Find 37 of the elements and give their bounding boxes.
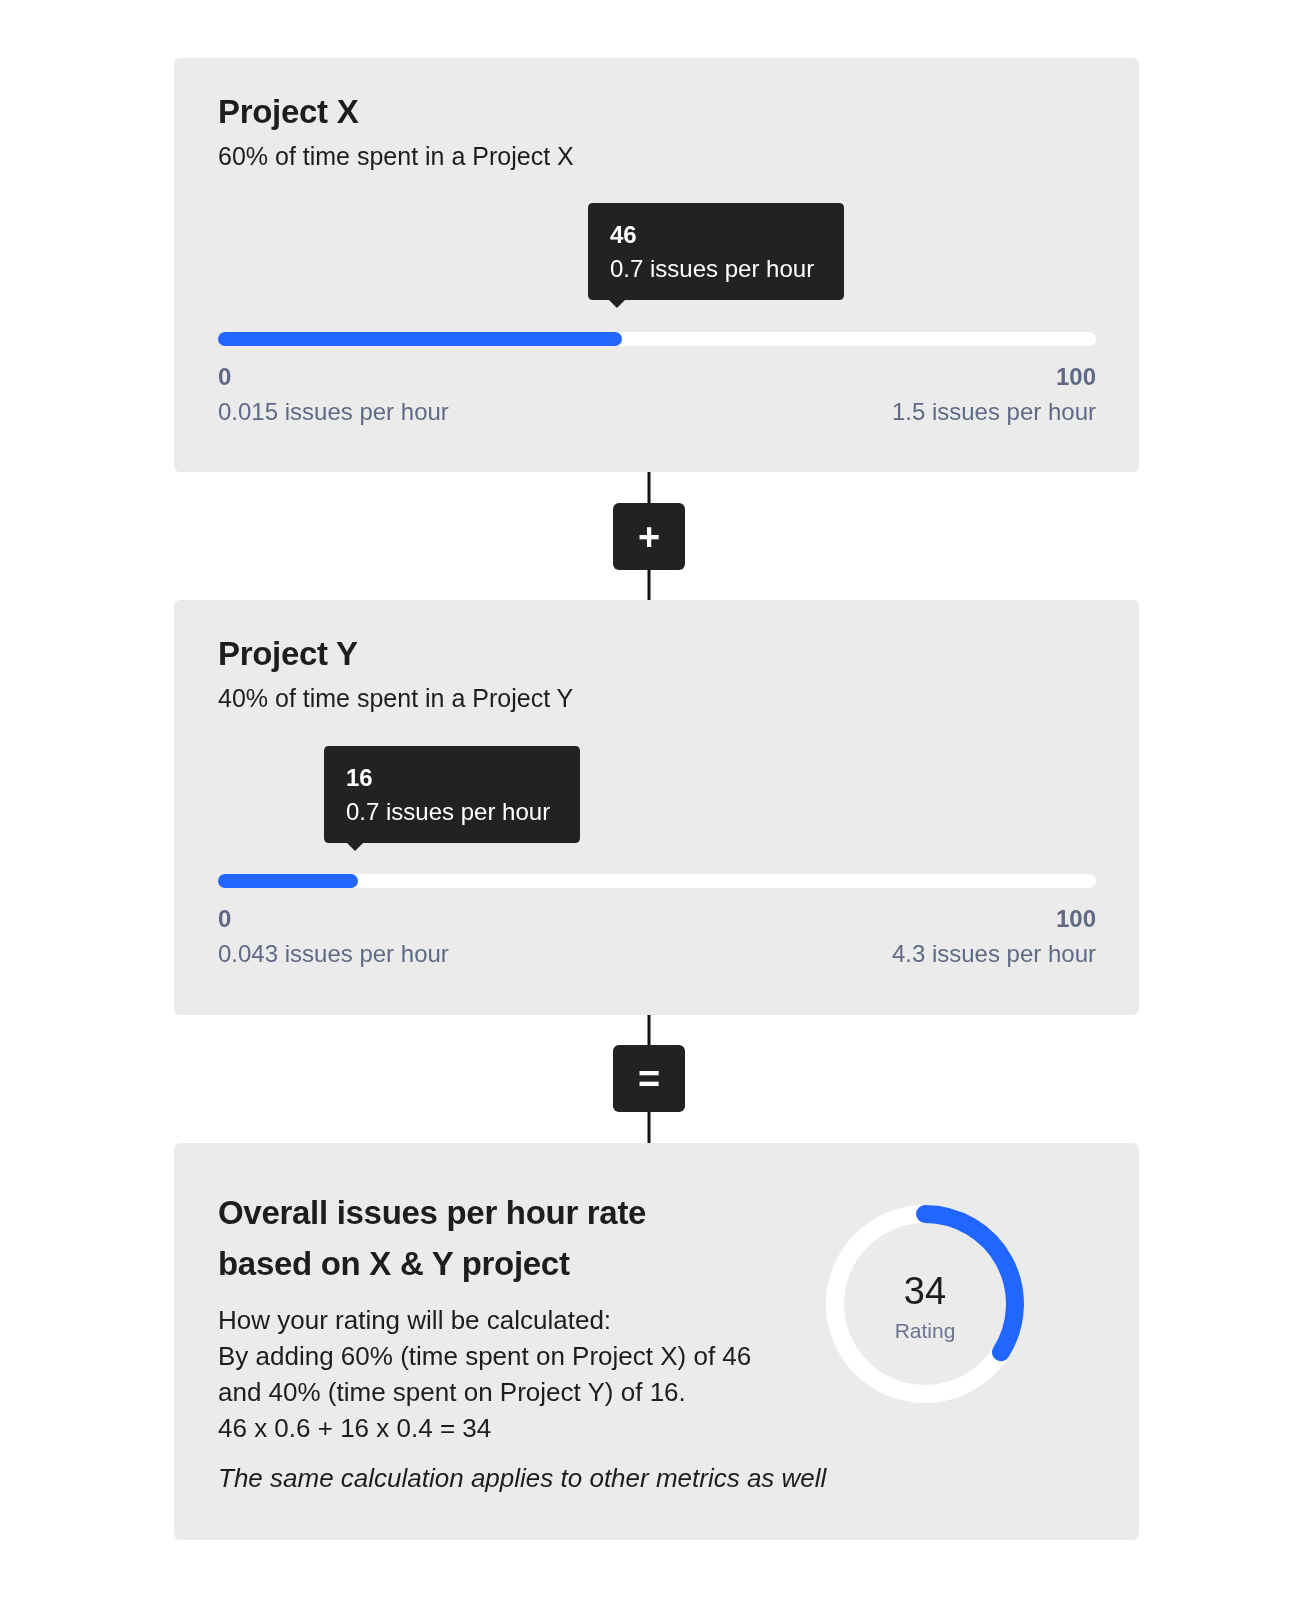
rating-value: 34	[903, 1269, 947, 1313]
connector-line	[647, 570, 651, 600]
scale-min-rate: 0.015 issues per hour	[218, 398, 449, 426]
method-intro: How your rating will be calculated:	[218, 1304, 613, 1337]
card-title: Overall issues per hour rate based on X & Y project	[218, 1193, 648, 1284]
card-panel	[174, 600, 1139, 1015]
operator-tile	[613, 503, 685, 570]
connector-line	[647, 1112, 651, 1143]
method-text: By adding 60% (time spent on Project X) of 46 and 40% (time spent on Project Y) of 16.	[218, 1340, 753, 1409]
scale-max-rate: 1.5 issues per hour	[891, 398, 1096, 426]
rating-ring	[826, 1205, 1024, 1403]
operator-tile	[613, 1045, 685, 1112]
tooltip-text: 0.7 issues per hour	[346, 798, 551, 826]
card-panel	[174, 1143, 1139, 1540]
scale-max-value: 100	[1055, 905, 1096, 933]
rating-label: Rating	[894, 1318, 956, 1344]
tooltip-value: 16	[346, 764, 373, 792]
scale-min-value: 0	[218, 905, 232, 933]
operator-sign: =	[637, 1058, 661, 1099]
connector-line	[647, 472, 651, 503]
tooltip-text: 0.7 issues per hour	[610, 255, 815, 283]
scale-min-value: 0	[218, 363, 232, 391]
calculation-note: The same calculation applies to other metrics as well	[218, 1462, 827, 1495]
connector-line	[647, 1015, 651, 1045]
tooltip	[324, 746, 580, 851]
card-panel	[174, 58, 1139, 472]
scale-max-value: 100	[1055, 363, 1096, 391]
formula-text: 46 x 0.6 + 16 x 0.4 = 34	[218, 1412, 493, 1445]
operator-sign: +	[637, 516, 661, 557]
tooltip	[588, 203, 844, 308]
card-subtitle: 40% of time spent in a Project Y	[218, 683, 574, 713]
card-title: Project X	[218, 92, 359, 132]
card-title: Project Y	[218, 634, 358, 674]
scale-min-rate: 0.043 issues per hour	[218, 940, 449, 968]
card-subtitle: 60% of time spent in a Project X	[218, 141, 574, 171]
scale-max-rate: 4.3 issues per hour	[891, 940, 1096, 968]
tooltip-value: 46	[610, 221, 637, 249]
